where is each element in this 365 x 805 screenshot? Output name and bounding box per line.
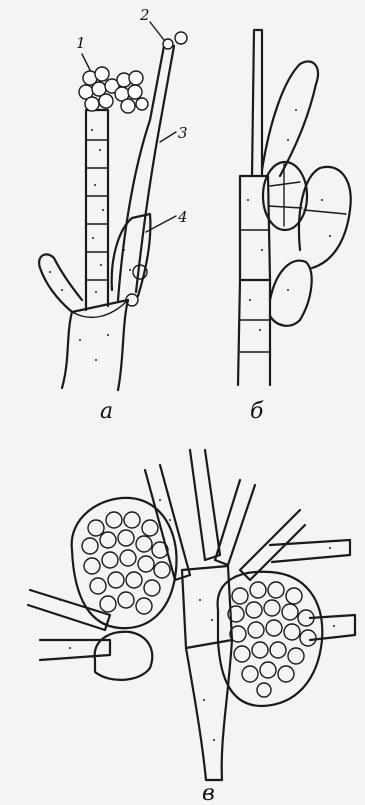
panel-label-v: в — [202, 781, 215, 805]
panel-label-a: а — [100, 399, 113, 424]
callout-4: 4 — [177, 208, 188, 226]
callout-3: 3 — [178, 124, 188, 142]
callout-2: 2 — [139, 6, 150, 24]
callout-1: 1 — [76, 34, 86, 52]
panel-label-b: б — [250, 399, 264, 424]
